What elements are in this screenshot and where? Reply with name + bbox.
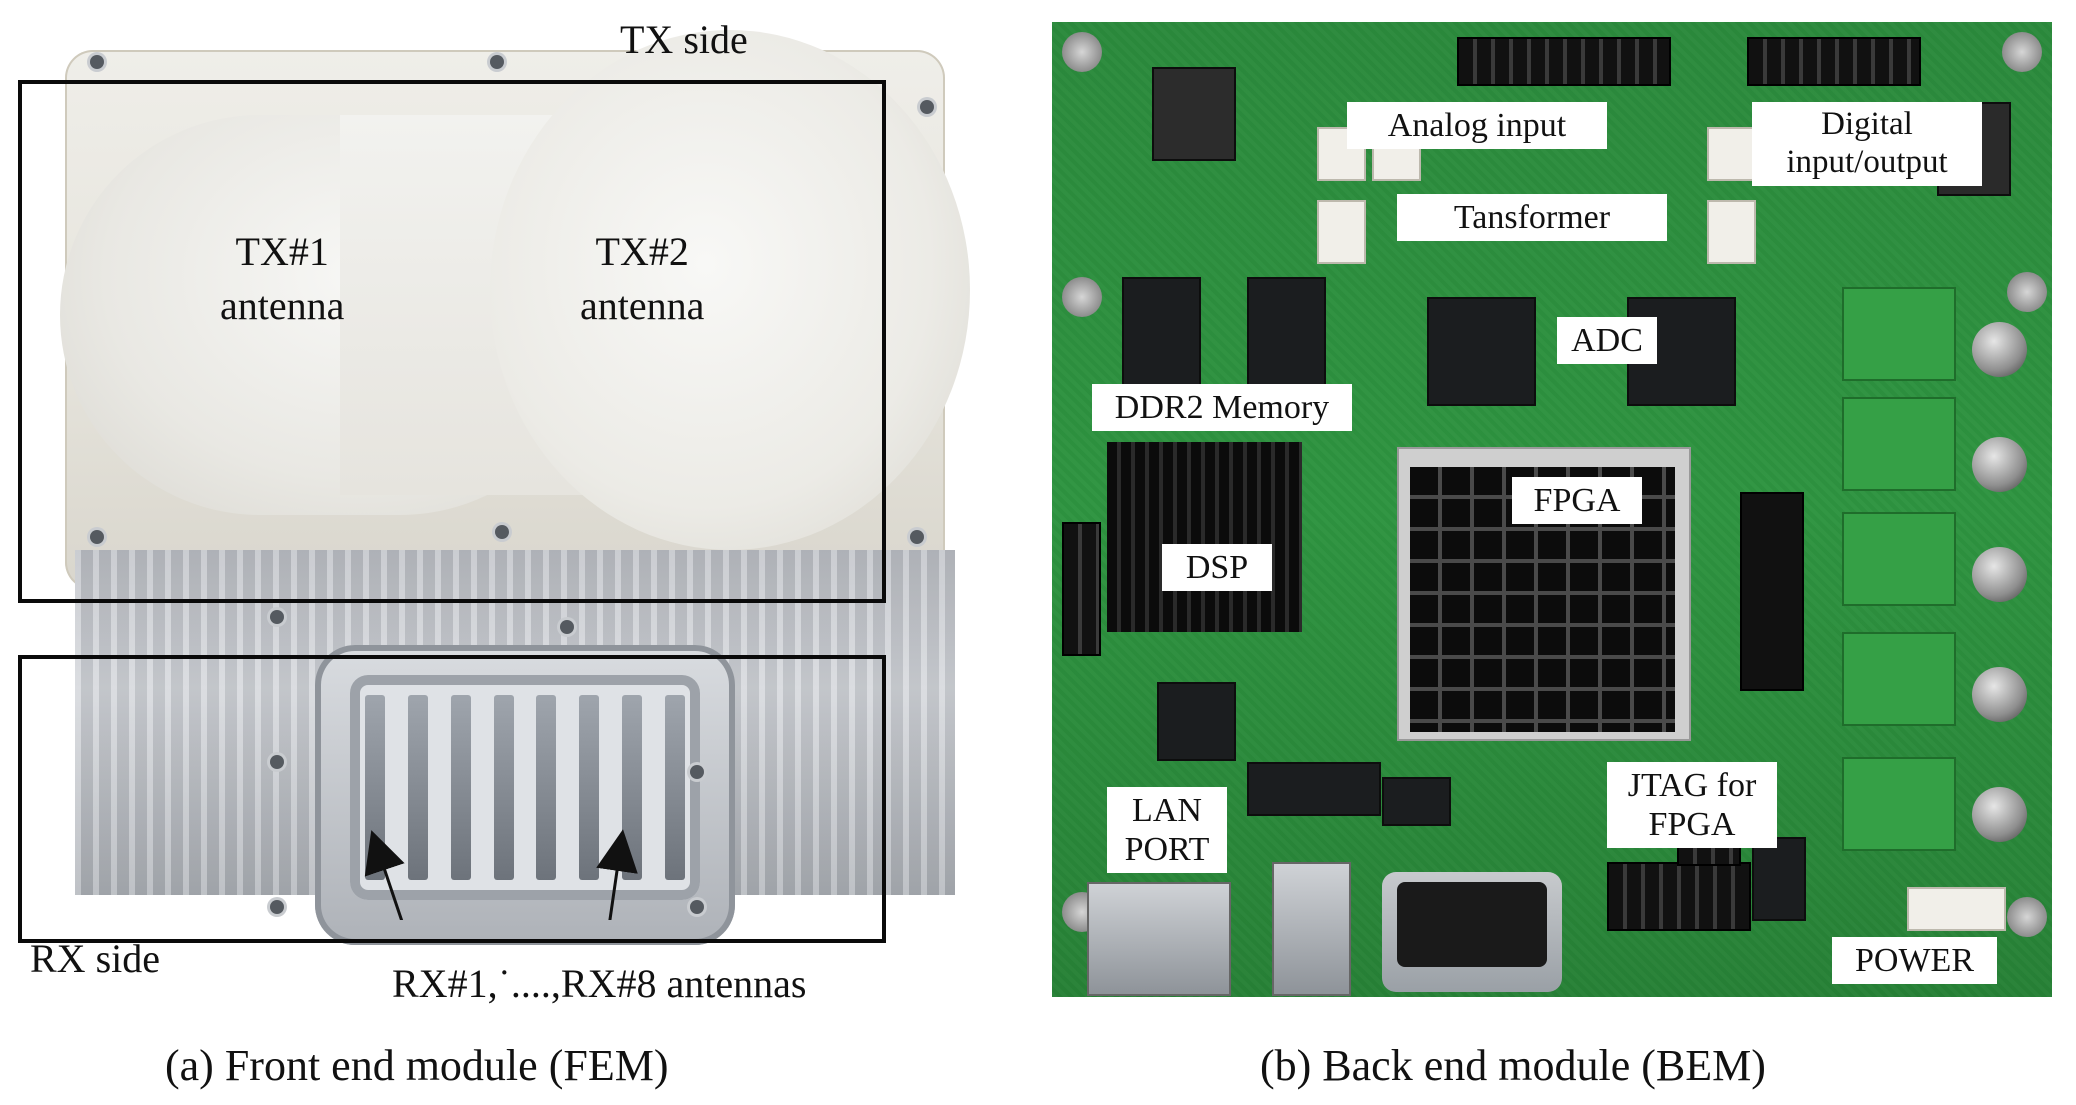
power-module [1842,757,1956,851]
bem-caption: (b) Back end module (BEM) [1260,1041,1766,1090]
analog-connector [1707,127,1756,181]
rx8-arrow [596,829,638,920]
dsub-body [1397,882,1547,967]
ddr2-chip [1122,277,1201,401]
tx1-antenna-label: TX#1 antenna [220,229,345,328]
power-label: POWER [1832,937,1997,985]
jtag-label: JTAG for FPGA [1607,762,1777,849]
rx-side-box [18,655,886,943]
standoff [2007,897,2047,937]
rx-arrows [364,829,638,920]
tx-side-label: TX side [620,17,748,62]
rx-slot [579,695,600,880]
adc-label: ADC [1557,317,1657,365]
capacitor [1972,437,2027,492]
fpga-label: FPGA [1512,477,1642,525]
transformer-connector [1317,200,1366,264]
fem-photo: TX side TX#1 antenna TX#2 antenna [18,17,970,945]
power-module [1842,632,1956,726]
dsp-label: DSP [1162,544,1272,592]
jtag-header [1607,862,1751,931]
analog-input-label: Analog input [1347,102,1607,150]
capacitor [1972,322,2027,377]
screw [270,610,284,624]
lan-port [1087,882,1231,996]
side-connector [1740,492,1804,691]
rx-slot [493,695,514,880]
screw [90,55,104,69]
screw [270,755,284,769]
screw [490,55,504,69]
rx1-arrow [364,830,405,920]
adc-chip [1427,297,1536,406]
rx-slot [664,695,685,880]
standoff [1062,32,1102,72]
rx-antenna-slots [365,695,685,880]
small-chip [1752,837,1806,921]
capacitor [1972,547,2027,602]
regulator-chip [1152,67,1236,161]
flash-chip [1247,762,1381,816]
standoff [1062,277,1102,317]
pin-header [1062,522,1101,656]
digital-io-label: Digital input/output [1752,102,1982,186]
small-chip [1382,777,1451,826]
standoff [2002,32,2042,72]
fem-caption: (a) Front end module (FEM) [165,1041,669,1090]
tx2-antenna-label: TX#2 antenna [580,229,705,328]
screw [910,530,924,544]
dsp-heatsink [1107,442,1302,632]
screw [690,900,704,914]
power-module [1842,512,1956,606]
transformer-label: Tansformer [1397,194,1667,242]
power-connector [1907,887,2006,931]
transformer-connector [1707,200,1756,264]
rx-antennas-label: RX#1,˙....,RX#8 antennas [392,961,807,1006]
rx-side-label: RX side [30,936,160,981]
rx-slot [450,695,471,880]
standoff [2007,272,2047,312]
rx-slot [536,695,557,880]
power-module [1842,287,1956,381]
lan-port-label: LAN PORT [1107,787,1227,874]
ddr2-label: DDR2 Memory [1092,384,1352,432]
capacitor [1972,787,2027,842]
power-module [1842,397,1956,491]
tx2-radome [490,30,970,550]
digital-header [1747,37,1921,86]
screw [690,765,704,779]
screw [495,525,509,539]
screw [270,900,284,914]
ethernet-phy-chip [1157,682,1236,761]
screw [920,100,934,114]
bem-photo: Analog input Digital input/output Tansfo… [1052,22,2056,1002]
ddr2-chip [1247,277,1326,401]
screw [90,530,104,544]
capacitor [1972,667,2027,722]
rx-slot [407,695,428,880]
screw [560,620,574,634]
usb-port [1272,862,1351,996]
tx-side-box [18,80,886,603]
analog-header [1457,37,1671,86]
